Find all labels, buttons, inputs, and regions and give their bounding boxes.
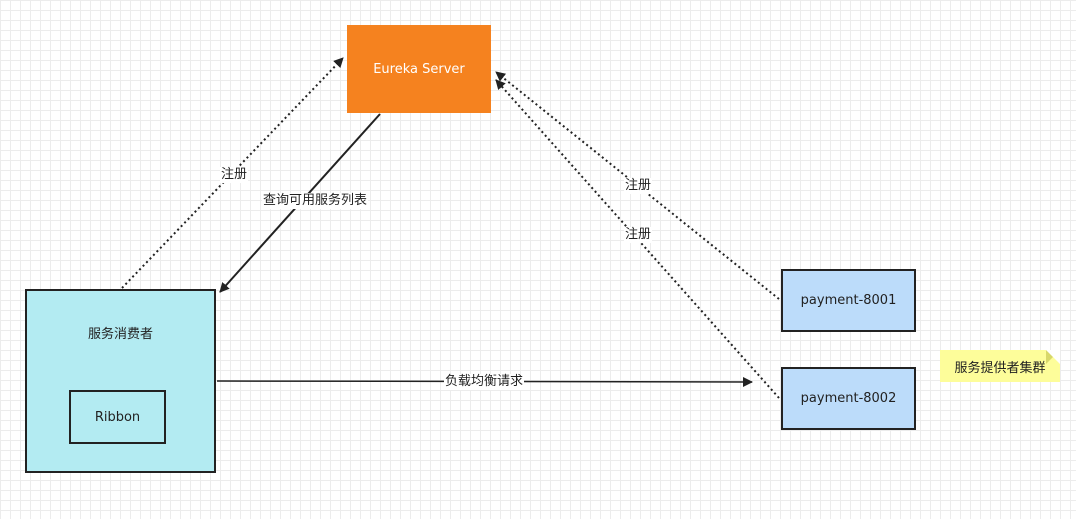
payment-8002-node: payment-8002 [781,367,916,430]
p2-register-edge [495,79,780,399]
payment-8001-label: payment-8001 [800,293,897,308]
provider-cluster-note-label: 服务提供者集群 [954,360,1046,376]
note-fold-cut [1046,350,1060,364]
ribbon-node: Ribbon [69,390,166,444]
p1-register-label: 注册 [624,178,653,194]
provider-cluster-note: 服务提供者集群 [940,350,1060,382]
service-consumer-node: 服务消费者 Ribbon [25,289,216,473]
consumer-register-edge [121,57,344,289]
consumer-register-label: 注册 [220,167,249,183]
payment-8002-label: payment-8002 [800,391,897,406]
eureka-server-label: Eureka Server [373,61,465,77]
query-services-label: 查询可用服务列表 [262,193,369,209]
ribbon-label: Ribbon [94,409,141,425]
payment-8001-node: payment-8001 [781,269,916,332]
service-consumer-label: 服务消费者 [87,327,153,342]
load-balance-label: 负载均衡请求 [444,374,525,390]
p2-register-label: 注册 [624,227,653,243]
eureka-server-node: Eureka Server [347,25,491,113]
